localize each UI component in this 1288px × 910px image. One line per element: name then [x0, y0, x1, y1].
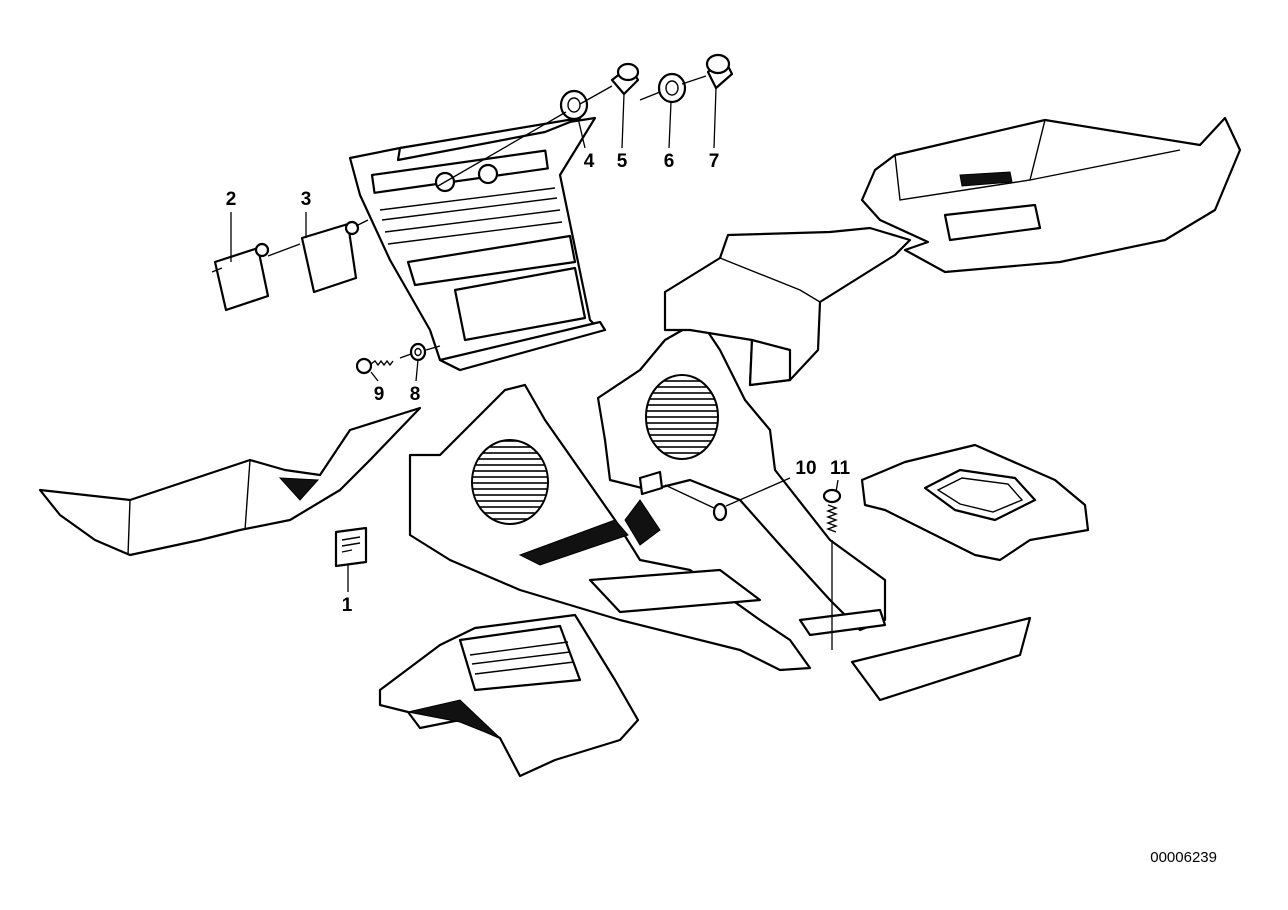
callout-8: 8	[410, 384, 421, 405]
rear-bracket	[663, 226, 912, 387]
callout-2: 2	[226, 189, 237, 210]
callout-9: 9	[374, 384, 385, 405]
main-console	[408, 318, 887, 672]
shifter-cover-lower	[378, 613, 640, 778]
callout-1: 1	[342, 595, 353, 616]
switch-2	[211, 242, 270, 312]
clip-10	[712, 502, 728, 522]
callout-7: 7	[709, 151, 720, 172]
callout-11: 11	[830, 458, 851, 479]
left-lower-trim	[38, 406, 422, 557]
knob-4	[559, 89, 589, 121]
knob-5	[610, 62, 640, 96]
callout-3: 3	[301, 189, 312, 210]
screw-9	[355, 357, 394, 375]
label-plate-1	[334, 526, 368, 568]
washer-8	[409, 342, 427, 362]
screw-11	[822, 488, 842, 533]
knob-6	[657, 72, 687, 104]
callout-10: 10	[795, 458, 816, 479]
callout-6: 6	[664, 151, 675, 172]
trim-strip	[850, 616, 1032, 702]
callout-4: 4	[584, 151, 595, 172]
shifter-bezel-right	[860, 443, 1090, 562]
rear-storage-tray	[860, 116, 1242, 274]
knob-7	[705, 53, 734, 90]
callout-5: 5	[617, 151, 628, 172]
center-console-fascia	[348, 116, 607, 372]
diagram-code: 00006239	[1150, 849, 1217, 866]
switch-3	[300, 220, 360, 294]
